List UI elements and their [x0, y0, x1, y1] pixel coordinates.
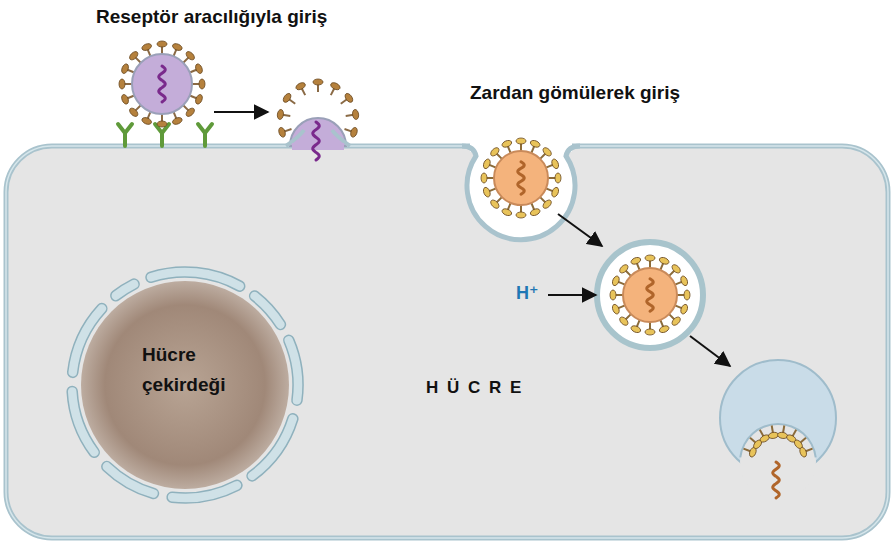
nuclear-envelope	[67, 267, 303, 503]
fusing-virus	[277, 79, 360, 160]
cell-region: H Ü C R E Hücre çekirdeği	[6, 146, 888, 538]
viral-genome	[159, 66, 166, 102]
step-arrow	[214, 111, 268, 113]
viral-genome	[518, 162, 525, 194]
spike-proteins	[119, 41, 205, 127]
receptors	[118, 124, 212, 146]
spike-proteins	[744, 426, 813, 458]
step-arrow	[548, 294, 596, 296]
virus	[119, 41, 205, 127]
cell-label: H Ü C R E	[426, 374, 556, 401]
virus	[481, 138, 561, 218]
nucleus	[81, 281, 289, 489]
endocytic-pit	[462, 138, 580, 240]
step-arrow	[558, 214, 602, 246]
entry-heading: Reseptör aracılığıyla giriş	[96, 6, 327, 28]
step-arrow	[690, 336, 730, 366]
spike-proteins	[610, 255, 690, 335]
viral-genome	[647, 279, 654, 311]
fused-endosome	[720, 360, 836, 500]
entry-heading: Zardan gömülerek giriş	[470, 82, 680, 104]
spike-proteins	[481, 138, 561, 218]
cell-membrane-inner	[6, 146, 888, 538]
nucleus-region: Hücre çekirdeği	[72, 268, 298, 494]
viral-genome	[773, 462, 780, 498]
nucleus-label: Hücre çekirdeği	[142, 340, 262, 401]
cell-membrane	[6, 146, 888, 538]
proton-label: H⁺	[516, 282, 539, 304]
endosome	[597, 242, 703, 348]
virus	[610, 255, 690, 335]
viral-genome	[313, 122, 320, 160]
